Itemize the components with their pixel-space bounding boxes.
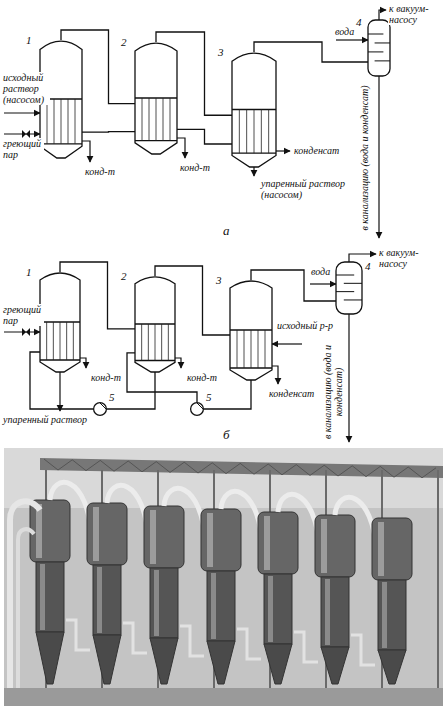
- pump-circle: 5: [93, 402, 107, 416]
- flow-label: конденсат: [268, 388, 315, 399]
- flow-label: упаренный раствор: [2, 414, 88, 425]
- condensate-pipe: [177, 138, 185, 158]
- vessel-shape: [336, 262, 362, 314]
- product-pipe: [253, 167, 254, 176]
- flow-label: вода: [310, 266, 331, 277]
- vacuum-pipe: [379, 10, 386, 20]
- feed-pipe: [272, 343, 302, 344]
- vessel-outline: [135, 43, 177, 154]
- flow-label: в канализацию (вода и конденсат): [322, 339, 344, 446]
- vessel-outline: [135, 277, 175, 372]
- callout-number: 3: [218, 46, 224, 58]
- callout-number: 4: [365, 260, 371, 272]
- water-pipe: [310, 283, 336, 284]
- pump-outline: [191, 403, 204, 416]
- flow-label: конденсат: [293, 145, 340, 156]
- vessel-shape: [93, 402, 107, 416]
- valve-symbol: [22, 328, 30, 336]
- evaporator-vessel: 1: [40, 272, 80, 372]
- condensate-pipe: [175, 358, 181, 368]
- vessel-shape: [40, 272, 80, 372]
- flow-label: конд-т: [90, 372, 122, 383]
- evaporator-vessel: 3: [230, 280, 272, 380]
- flow-label: исходный р-р: [276, 320, 338, 331]
- flow-label: конд-т: [186, 372, 218, 383]
- plant-photo: [4, 448, 443, 706]
- vessel-outline: [232, 53, 276, 167]
- flow-label: к вакуум-насосу: [378, 247, 442, 269]
- flow-label: вода: [334, 26, 355, 37]
- flow-label: исходный раствор (насосом): [2, 72, 50, 105]
- vessel-shape: [135, 276, 175, 372]
- water-pipe: [336, 39, 368, 40]
- callout-number: 2: [121, 36, 127, 48]
- flow-label: конд-т: [84, 166, 116, 177]
- flow-label: в канализацию (вода и конденсат): [359, 84, 370, 231]
- valve-symbol: [22, 130, 30, 138]
- condenser-vessel: 4: [368, 20, 390, 76]
- flow-label: греющий пар: [2, 304, 44, 326]
- pipe-connector: [204, 380, 251, 409]
- flow-label: упаренный раствор (насосом): [260, 178, 346, 200]
- pump-outline: [94, 403, 107, 416]
- barometric-leg: [348, 314, 349, 442]
- vessel-shape: [232, 52, 276, 167]
- callout-number: 1: [26, 34, 32, 46]
- product-pipe: [59, 372, 60, 411]
- evaporator-vessel: 2: [135, 276, 175, 372]
- callout-number: 5: [109, 391, 115, 403]
- callout-number: 3: [216, 274, 222, 286]
- pipe-connector: [177, 129, 232, 144]
- vacuum-pipe: [349, 254, 376, 262]
- scheme-letter: б: [222, 428, 231, 442]
- vessel-shape: [368, 20, 390, 76]
- vessel-outline: [40, 273, 80, 372]
- vessel-shape: [135, 42, 177, 154]
- barometric-leg: [378, 76, 379, 238]
- callout-number: 1: [26, 266, 32, 278]
- pump-circle: 5: [190, 402, 204, 416]
- evaporator-vessel: 2: [135, 42, 177, 154]
- feed-pipe: [4, 112, 40, 113]
- callout-number: 4: [356, 16, 362, 28]
- vessel-shape: [190, 402, 204, 416]
- condensate-pipe: [80, 358, 86, 368]
- flow-label: к вакуум-насосу: [388, 3, 446, 25]
- evaporator-vessel: 3: [232, 52, 276, 167]
- vessel-outline: [230, 281, 272, 380]
- scheme-letter: а: [222, 224, 231, 238]
- condenser-vessel: 4: [336, 262, 362, 314]
- pipe-connector: [82, 131, 135, 133]
- condenser-outline: [368, 20, 390, 76]
- flow-label: греющий пар: [2, 138, 44, 160]
- condensate-pipe: [272, 366, 278, 384]
- callout-number: 2: [121, 270, 127, 282]
- callout-number: 5: [206, 391, 212, 403]
- flow-label: конд-т: [179, 162, 211, 173]
- condenser-outline: [336, 262, 362, 314]
- condensate-pipe: [276, 150, 290, 151]
- vessel-shape: [230, 280, 272, 380]
- condensate-pipe: [82, 141, 90, 162]
